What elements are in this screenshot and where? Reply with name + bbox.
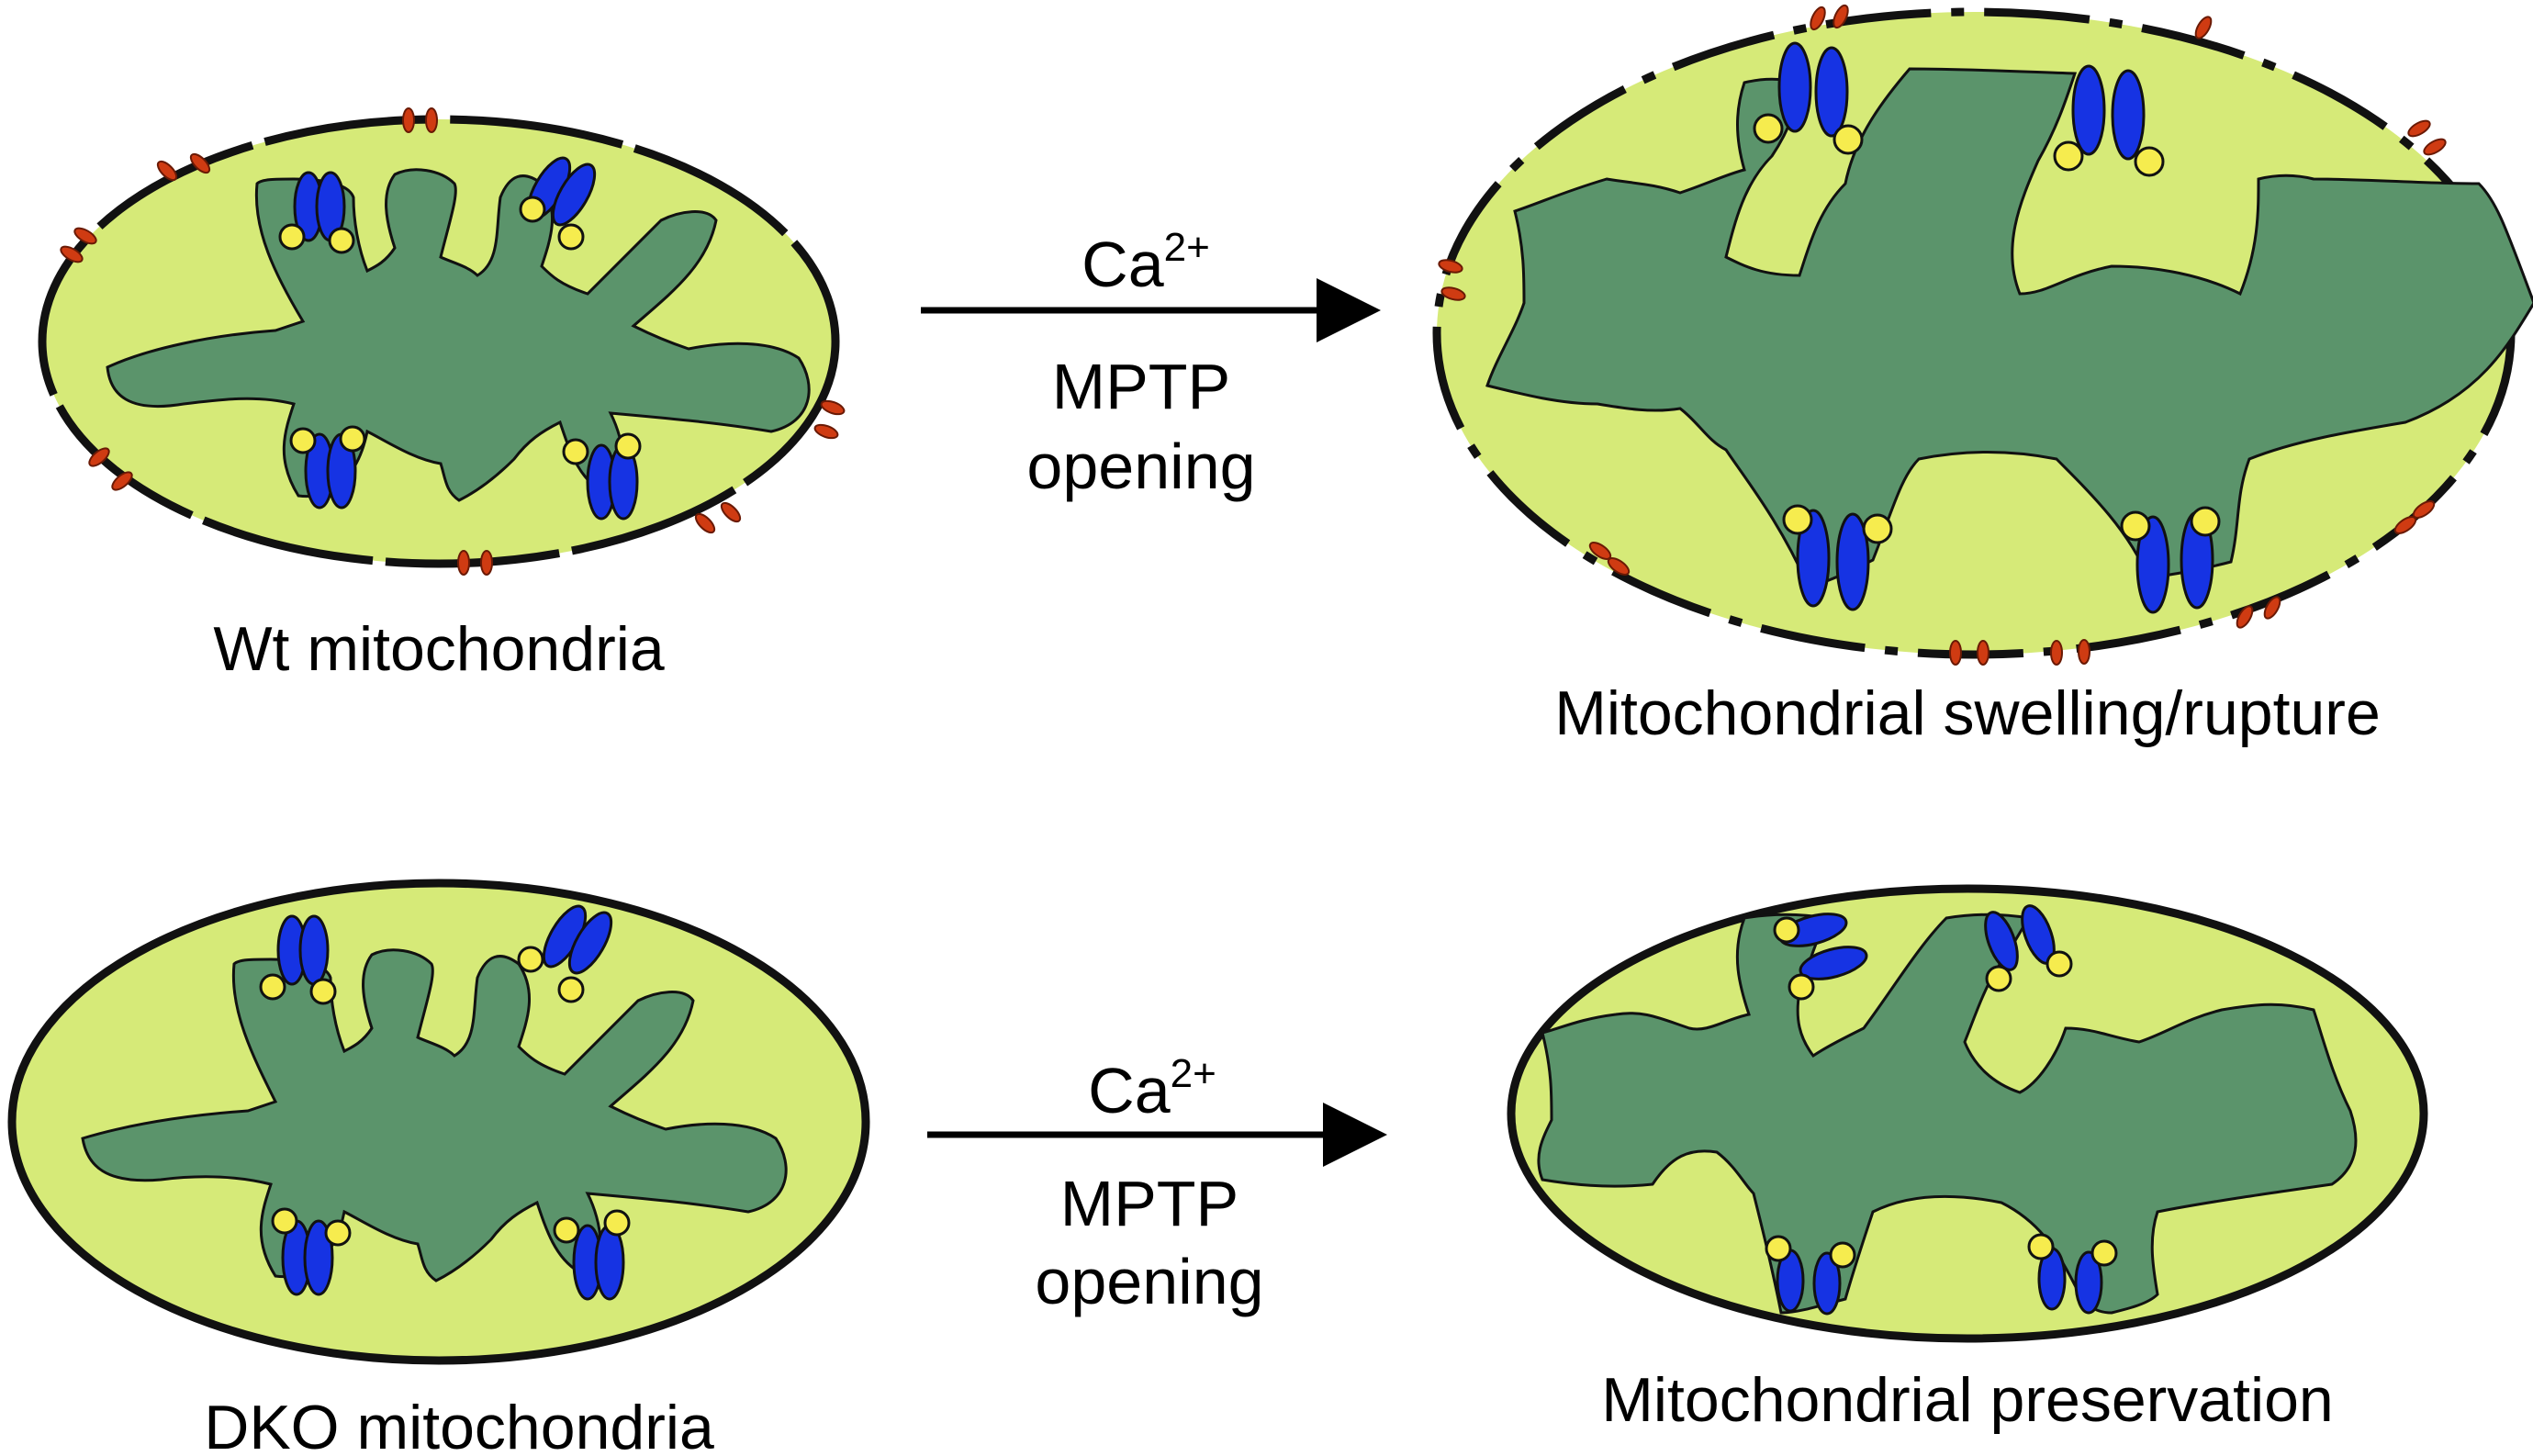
arrow-top: Ca2+ MPTP opening <box>921 225 1381 502</box>
wt-caption: Wt mitochondria <box>213 614 664 684</box>
dko-caption: DKO mitochondria <box>204 1393 714 1456</box>
wt-mitochondrion <box>38 107 846 576</box>
wt-atp-synthase-group <box>278 156 642 521</box>
preservation-caption: Mitochondrial preservation <box>1601 1365 2334 1435</box>
swelling-protein-group <box>1753 41 2221 614</box>
preservation-protein-group <box>1765 904 2118 1316</box>
arrow-bottom: Ca2+ MPTP opening <box>927 1051 1387 1317</box>
arrow-top-line2: opening <box>1026 431 1255 502</box>
arrow-top-line1: MPTP <box>1052 351 1230 422</box>
swelling-mitochondrion <box>1432 4 2533 666</box>
arrow-bottom-line2: opening <box>1035 1246 1263 1317</box>
swelling-membrane-pores <box>1438 4 2447 666</box>
dko-mitochondrion <box>7 879 870 1365</box>
swelling-cristae <box>1485 67 2533 589</box>
swelling-caption: Mitochondrial swelling/rupture <box>1554 678 2381 748</box>
dko-protein-group <box>259 904 631 1301</box>
dko-cristae <box>81 948 788 1282</box>
wt-cristae <box>106 168 811 502</box>
wt-membrane-pores <box>60 107 846 576</box>
arrow-bottom-ion: Ca2+ <box>1088 1051 1216 1126</box>
arrow-top-ion: Ca2+ <box>1082 225 1210 300</box>
preservation-mitochondrion <box>1507 884 2428 1343</box>
arrow-bottom-line1: MPTP <box>1060 1168 1238 1239</box>
